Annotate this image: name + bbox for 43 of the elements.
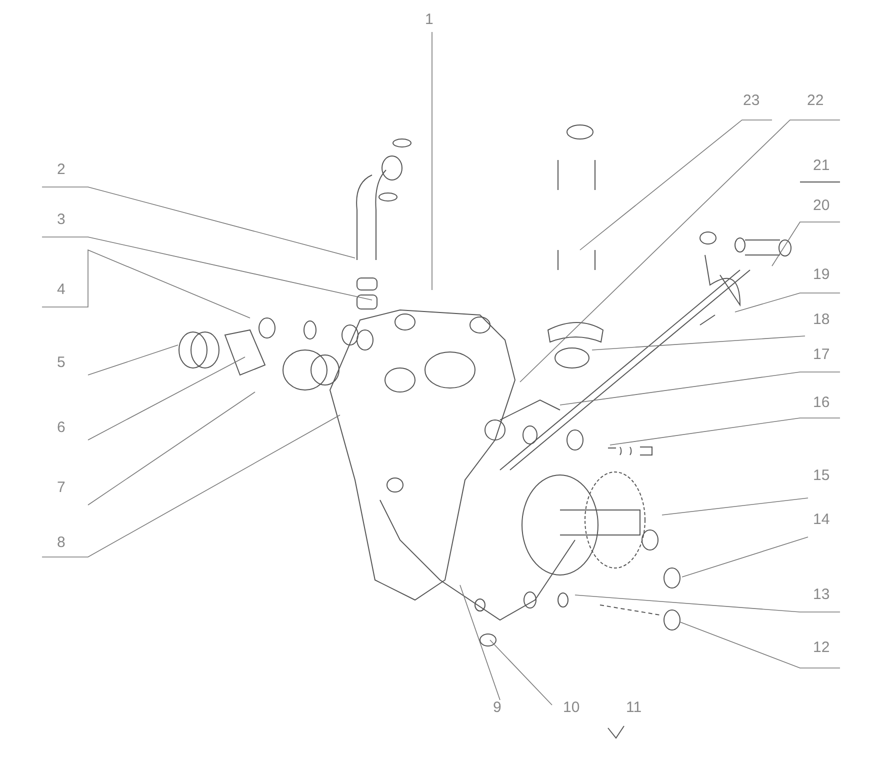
leader-line bbox=[662, 498, 808, 516]
callout-number: 7 bbox=[56, 480, 66, 495]
leader-line bbox=[88, 392, 256, 506]
callout-number: 11 bbox=[625, 700, 643, 715]
leader-line bbox=[88, 344, 178, 376]
callout-number: 2 bbox=[56, 162, 66, 177]
callout-number: 15 bbox=[812, 468, 831, 483]
leader-line bbox=[574, 594, 840, 612]
callout-number: 20 bbox=[812, 198, 831, 213]
leader-line bbox=[734, 292, 840, 312]
leader-line bbox=[680, 622, 840, 668]
leader-line bbox=[42, 186, 356, 258]
leader-line bbox=[520, 120, 840, 382]
callout-number: 6 bbox=[56, 420, 66, 435]
callout-number: 9 bbox=[492, 700, 502, 715]
leader-line bbox=[772, 222, 840, 266]
callout-number: 22 bbox=[806, 93, 825, 108]
callout-number: 21 bbox=[812, 158, 831, 173]
callout-number: 10 bbox=[562, 700, 581, 715]
callout-number: 8 bbox=[56, 535, 66, 550]
leader-line bbox=[460, 584, 500, 700]
callout-number: 4 bbox=[56, 282, 66, 297]
leader-line bbox=[42, 414, 340, 558]
callout-number: 1 bbox=[424, 12, 434, 27]
callout-number: 19 bbox=[812, 267, 831, 282]
callout-number: 16 bbox=[812, 395, 831, 410]
leader-line bbox=[42, 236, 372, 300]
callout-number: 5 bbox=[56, 355, 66, 370]
leader-line bbox=[490, 640, 552, 706]
leader-line bbox=[560, 372, 840, 406]
callout-number: 23 bbox=[742, 93, 761, 108]
leader-line bbox=[682, 536, 808, 578]
leader-line bbox=[580, 120, 772, 250]
callout-number: 3 bbox=[56, 212, 66, 227]
leader-line bbox=[592, 336, 806, 350]
leader-line bbox=[42, 249, 250, 318]
callout-number: 12 bbox=[812, 640, 831, 655]
callout-number: 18 bbox=[812, 312, 831, 327]
leader-line bbox=[88, 356, 246, 440]
callout-number: 17 bbox=[812, 347, 831, 362]
leader-line bbox=[610, 418, 840, 446]
callout-number: 13 bbox=[812, 587, 831, 602]
callout-number: 14 bbox=[812, 512, 831, 527]
